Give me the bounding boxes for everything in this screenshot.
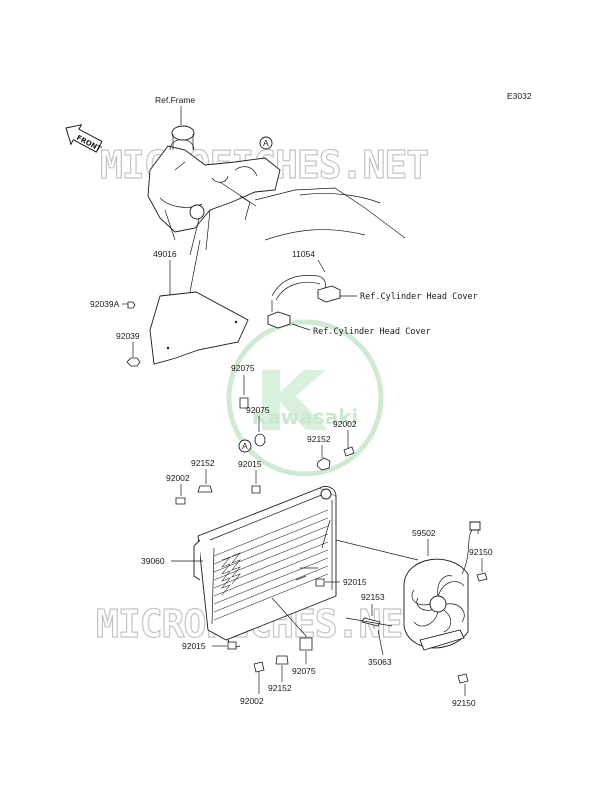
frame-illustration: A	[147, 125, 406, 256]
bolt-92039A-icon	[127, 301, 136, 309]
bolt-92150-top-icon	[476, 572, 488, 582]
part-92039: 92039	[116, 331, 140, 341]
collar-92152-left-icon	[197, 485, 213, 493]
part-49016: 49016	[153, 249, 177, 259]
nut-92015-bottom-icon	[227, 641, 237, 650]
part-59502: 59502	[412, 528, 436, 538]
fan-illustration	[403, 521, 481, 651]
part-92075-mid: 92075	[246, 405, 270, 415]
part-92039A: 92039A	[90, 299, 120, 309]
hose-11054-illustration	[267, 275, 341, 329]
kawasaki-logo-watermark: Kawasaki	[226, 319, 384, 477]
part-35063: 35063	[368, 657, 392, 667]
part-92152-bottom: 92152	[268, 683, 292, 693]
part-92152-left: 92152	[191, 458, 215, 468]
collar-92152-top-icon	[316, 457, 331, 471]
nut-92039-icon	[126, 357, 141, 367]
nut-92015-right-icon	[315, 578, 325, 587]
nut-92015-top-icon	[251, 485, 261, 494]
collar-92152-bottom-icon	[275, 655, 289, 665]
part-92075-top: 92075	[231, 363, 255, 373]
part-92150-bottom: 92150	[452, 698, 476, 708]
ref-cylinder-head-cover-1: Ref.Cylinder Head Cover	[360, 292, 478, 302]
diagram-code: E3032	[507, 91, 532, 101]
ref-frame-label: Ref.Frame	[155, 95, 195, 105]
marker-a-bottom	[238, 439, 252, 453]
part-92015-right: 92015	[343, 577, 367, 587]
marker-a-bottom-label: A	[242, 441, 248, 451]
part-11054: 11054	[292, 249, 315, 259]
grommet-92075-top-icon	[239, 397, 249, 409]
part-92150-top: 92150	[469, 547, 493, 557]
part-92002-top: 92002	[333, 419, 357, 429]
part-92153: 92153	[361, 592, 385, 602]
shroud-illustration	[149, 291, 249, 365]
part-92152-top: 92152	[307, 434, 331, 444]
part-92075-bottom: 92075	[292, 666, 316, 676]
part-92015-bottom: 92015	[182, 641, 206, 651]
marker-a-top: A	[263, 138, 269, 148]
grommet-92075-bottom-icon	[299, 637, 313, 651]
part-92015-top: 92015	[238, 459, 262, 469]
grommet-92075-mid-icon	[254, 433, 266, 447]
part-39060: 39060	[141, 556, 165, 566]
bolt-92002-bottom-icon	[253, 661, 265, 673]
part-92002-left: 92002	[166, 473, 190, 483]
kawasaki-logo-text: Kawasaki	[252, 405, 359, 429]
ref-cylinder-head-cover-2: Ref.Cylinder Head Cover	[313, 327, 431, 337]
bolt-92002-left-icon	[175, 497, 186, 505]
bolt-92002-top-icon	[343, 446, 355, 457]
part-92002-bottom: 92002	[240, 696, 264, 706]
bolt-92150-bottom-icon	[457, 673, 469, 684]
